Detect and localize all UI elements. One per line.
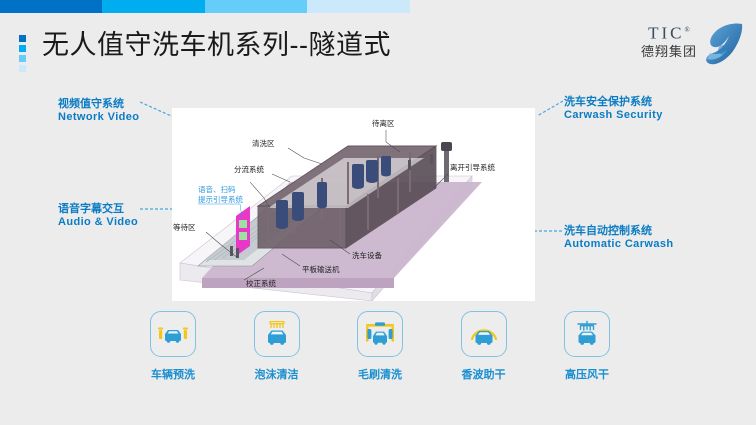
annotation-align-system: 校正系统 — [246, 278, 276, 288]
logo-text-block: TIC® 德翔集团 — [636, 21, 702, 60]
step-brush-wash-label: 毛刷清洗 — [358, 369, 402, 381]
step-prewash[interactable]: 车辆预洗 — [150, 311, 196, 391]
step-wax-dry-icon-box[interactable] — [460, 311, 507, 357]
step-wax-dry-label: 香波助干 — [461, 369, 506, 381]
step-air-dry-label: 高压风干 — [565, 369, 609, 381]
callout-carwash-security: 洗车安全保护系统 Carwash Security — [564, 96, 663, 121]
annotation-departure-area: 待离区 — [372, 118, 395, 128]
callout-network-video: 视频值守系统 Network Video — [58, 98, 139, 123]
wash-steps-row: 车辆预洗 泡沫清洁 — [150, 311, 610, 391]
callout-carwash-security-cn: 洗车安全保护系统 — [564, 96, 652, 108]
logo-registered-mark: ® — [684, 26, 690, 34]
diagram-bollards — [230, 154, 433, 258]
callout-carwash-security-en: Carwash Security — [564, 108, 663, 121]
car-arc-wax-icon — [470, 329, 497, 345]
annotation-waiting-area: 等待区 — [173, 222, 196, 232]
topbar-segment-1 — [0, 0, 102, 13]
bullet-square-4 — [19, 65, 26, 72]
callout-automatic-carwash-cn: 洗车自动控制系统 — [564, 225, 652, 237]
leader-line-network-video — [140, 101, 179, 120]
logo-wing-icon — [702, 20, 744, 71]
callout-network-video-cn: 视频值守系统 — [58, 98, 124, 110]
step-brush-wash-icon-box[interactable] — [357, 311, 403, 357]
tunnel-carwash-diagram-panel: 清洗区 待离区 分流系统 等待区 离开引导系统 洗车设备 平板输送机 校正系统 … — [172, 108, 535, 301]
callout-automatic-carwash: 洗车自动控制系统 Automatic Carwash — [564, 225, 674, 250]
topbar-segment-3 — [205, 0, 307, 13]
annotation-flat-conveyor: 平板输送机 — [302, 264, 340, 274]
card-spacer-3 — [414, 311, 450, 391]
step-prewash-icon-box[interactable] — [150, 311, 196, 357]
diagram-brush-units — [276, 156, 391, 229]
callout-audio-video-cn: 语音字幕交互 — [58, 203, 124, 215]
car-side-sprayer-icon — [158, 327, 188, 343]
page-title: 无人值守洗车机系列--隧道式 — [42, 30, 391, 60]
bullet-square-1 — [19, 35, 26, 42]
leader-line-audio-video — [140, 208, 174, 210]
card-spacer-4 — [517, 311, 553, 391]
company-logo: TIC® 德翔集团 — [628, 17, 748, 69]
annotation-diversion-system: 分流系统 — [234, 164, 264, 174]
diagram-annotation-labels: 清洗区 待离区 分流系统 等待区 离开引导系统 洗车设备 平板输送机 校正系统 — [173, 118, 495, 288]
tunnel-carwash-3d-illustration: 清洗区 待离区 分流系统 等待区 离开引导系统 洗车设备 平板输送机 校正系统 … — [173, 118, 495, 301]
step-brush-wash[interactable]: 毛刷清洗 — [357, 311, 403, 391]
annotation-wash-area: 清洗区 — [252, 138, 275, 148]
topbar-segment-2 — [102, 0, 205, 13]
annotation-voice-scan-guide: 语音、扫码 提示引导系统 — [198, 184, 243, 219]
car-foam-icon — [267, 320, 286, 345]
step-air-dry[interactable]: 高压风干 — [564, 311, 610, 391]
bullet-square-2 — [19, 45, 26, 52]
step-wax-dry[interactable]: 香波助干 — [460, 311, 507, 391]
callout-network-video-en: Network Video — [58, 110, 140, 123]
topbar-segment-4 — [307, 0, 410, 13]
diagram-guidance-kiosk — [236, 206, 250, 256]
leader-line-carwash-security — [537, 100, 564, 117]
step-air-dry-icon-box[interactable] — [564, 311, 610, 357]
logo-brand-text: TIC® — [648, 23, 690, 43]
page-header: 无人值守洗车机系列--隧道式 TIC® 德翔集团 — [0, 13, 756, 72]
car-brush-gantry-icon — [366, 322, 394, 345]
annotation-wash-equipment: 洗车设备 — [352, 250, 382, 260]
step-foam-clean[interactable]: 泡沫清洁 — [253, 311, 300, 391]
annotation-voice-scan-guide-line2: 提示引导系统 — [198, 194, 243, 204]
diagram-camera-pole — [441, 142, 452, 182]
logo-company-name: 德翔集团 — [640, 43, 697, 59]
bullet-square-3 — [19, 55, 26, 62]
step-prewash-label: 车辆预洗 — [151, 369, 195, 381]
callout-audio-video: 语音字幕交互 Audio & Video — [58, 203, 138, 228]
callout-automatic-carwash-en: Automatic Carwash — [564, 237, 674, 250]
step-foam-clean-label: 泡沫清洁 — [254, 369, 299, 381]
callout-audio-video-en: Audio & Video — [58, 215, 139, 228]
topbar-filler — [410, 0, 756, 13]
diagram-annotation-leaders — [205, 130, 449, 281]
annotation-voice-scan-guide-line1: 语音、扫码 — [198, 184, 236, 194]
top-gradient-bar — [0, 0, 756, 13]
card-spacer-1 — [207, 311, 243, 391]
leader-line-automatic-carwash — [530, 230, 562, 232]
header-bullet-decoration — [19, 35, 27, 75]
step-foam-clean-icon-box[interactable] — [253, 311, 300, 357]
car-air-dryer-icon — [577, 320, 597, 345]
annotation-exit-guide: 离开引导系统 — [450, 162, 495, 172]
card-spacer-2 — [310, 311, 346, 391]
